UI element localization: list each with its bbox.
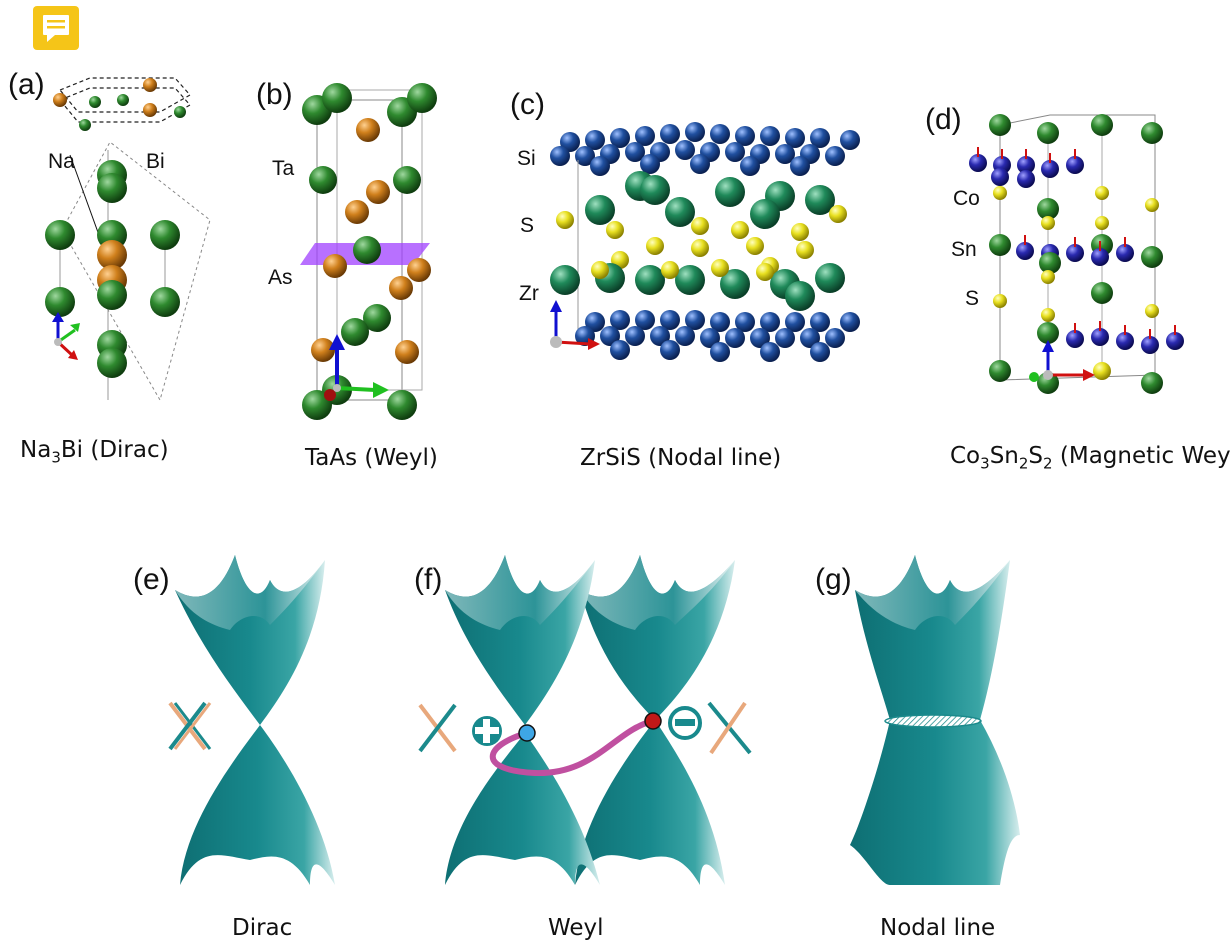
caption-f: Weyl <box>548 915 604 941</box>
atom-label-co: Co <box>953 187 980 210</box>
panel-label-g: (g) <box>815 563 852 596</box>
weyl-cones <box>418 555 752 885</box>
atom-label-bi: Bi <box>146 150 165 173</box>
atom-label-zr: Zr <box>519 282 539 305</box>
atom-label-ta: Ta <box>272 157 295 180</box>
na3bi-structure <box>45 77 211 402</box>
atom-label-na: Na <box>48 150 75 173</box>
caption-a: Na3Bi (Dirac) <box>20 437 169 467</box>
atom-label-as: As <box>268 266 293 289</box>
panel-label-b: (b) <box>256 78 293 111</box>
atom-label-s-d: S <box>965 287 980 310</box>
panel-label-e: (e) <box>133 563 170 596</box>
caption-e: Dirac <box>232 915 293 941</box>
caption-g: Nodal line <box>880 915 996 941</box>
co3sn2s2-structure <box>969 114 1184 394</box>
taas-structure <box>300 83 437 420</box>
nodal-line-cones <box>850 555 1020 885</box>
panel-label-d: (d) <box>925 103 962 136</box>
atom-label-s: S <box>520 214 535 237</box>
dirac-cone <box>168 555 335 885</box>
caption-d: Co3Sn2S2 (Magnetic Weyl) <box>950 443 1232 473</box>
atom-label-si: Si <box>517 147 536 170</box>
panel-label-a: (a) <box>8 68 45 101</box>
panel-label-f: (f) <box>414 563 443 596</box>
panel-label-c: (c) <box>510 88 545 121</box>
atom-label-sn: Sn <box>951 238 977 261</box>
caption-b: TaAs (Weyl) <box>305 445 438 471</box>
caption-c: ZrSiS (Nodal line) <box>580 445 782 471</box>
zrsis-structure <box>550 122 860 362</box>
comment-note-icon[interactable] <box>33 6 79 50</box>
